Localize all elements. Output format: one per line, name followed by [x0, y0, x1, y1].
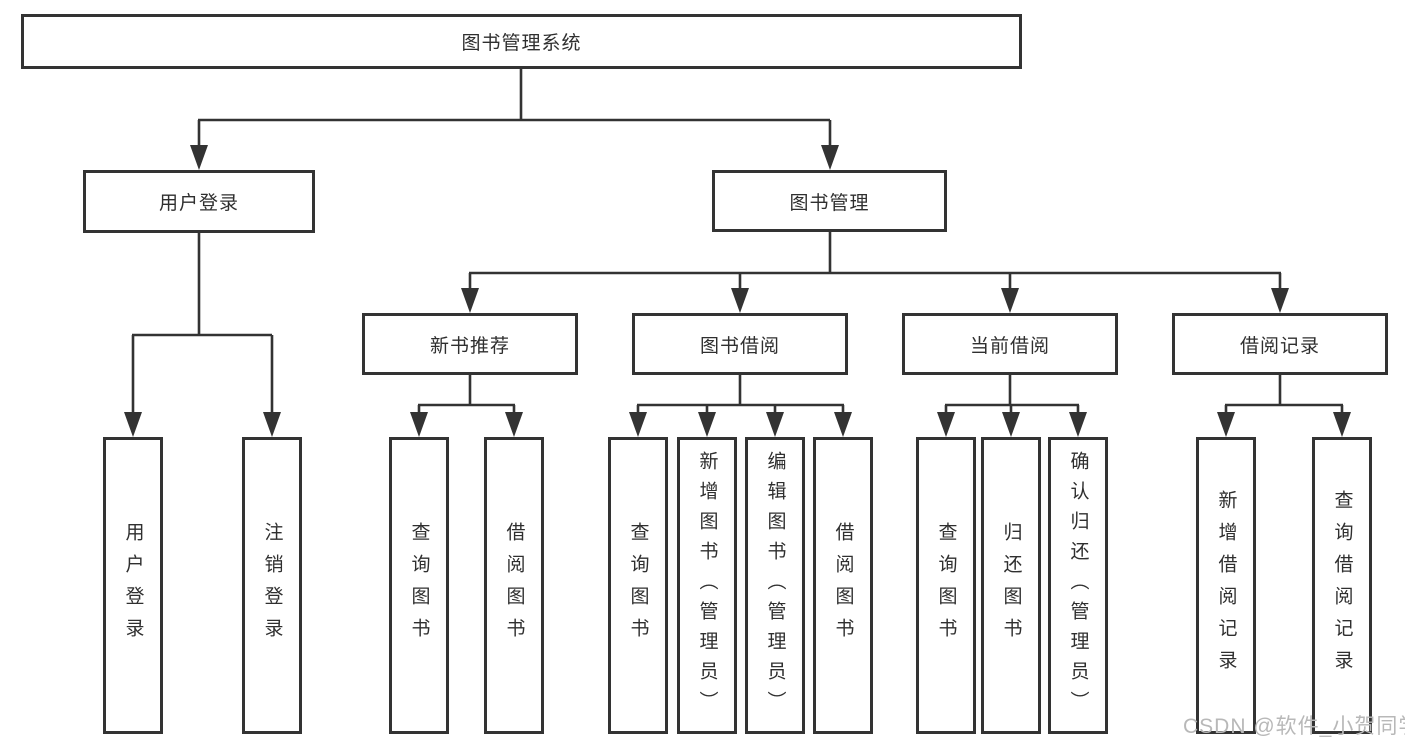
edge-book-mgmt-to-level3 — [461, 232, 1289, 313]
leaf-borrow-edit-admin: 编辑图书（管理员） — [745, 437, 805, 734]
node-root-label: 图书管理系统 — [461, 33, 582, 54]
node-current-borrow: 当前借阅 — [902, 313, 1118, 375]
node-user-login: 用户登录 — [83, 170, 315, 233]
leaf-borrow-add-admin: 新增图书（管理员） — [677, 437, 737, 734]
node-current-borrow-label: 当前借阅 — [969, 335, 1050, 357]
leaf-record-add-label: 新增借阅记录 — [1215, 489, 1237, 682]
leaf-user-login-label: 用户登录 — [122, 521, 144, 650]
leaf-current-return: 归还图书 — [981, 437, 1041, 734]
node-user-login-label: 用户登录 — [158, 193, 239, 214]
leaf-newbook-borrow-label: 借阅图书 — [503, 521, 525, 650]
node-book-borrow-label: 图书借阅 — [699, 335, 780, 357]
edge-root-to-level2 — [190, 68, 839, 170]
leaf-borrow-edit-admin-label: 编辑图书（管理员） — [764, 450, 786, 721]
leaf-borrow-book-label: 借阅图书 — [832, 521, 854, 650]
node-book-mgmt-label: 图书管理 — [789, 192, 870, 214]
leaf-record-add: 新增借阅记录 — [1196, 437, 1256, 734]
leaf-current-query: 查询图书 — [916, 437, 976, 734]
leaf-record-query-label: 查询借阅记录 — [1331, 489, 1353, 682]
edge-user-login-to-leaves — [124, 233, 281, 437]
node-borrow-records: 借阅记录 — [1172, 313, 1388, 375]
node-new-book-rec: 新书推荐 — [362, 313, 578, 375]
leaf-borrow-book: 借阅图书 — [813, 437, 873, 734]
node-borrow-records-label: 借阅记录 — [1239, 335, 1320, 357]
leaf-current-confirm-admin: 确认归还（管理员） — [1048, 437, 1108, 734]
leaf-current-query-label: 查询图书 — [935, 521, 957, 650]
leaf-newbook-query: 查询图书 — [389, 437, 449, 734]
leaf-borrow-query: 查询图书 — [608, 437, 668, 734]
leaf-logout-label: 注销登录 — [261, 521, 283, 650]
watermark: CSDN @软件_小贺同学 — [1183, 715, 1405, 738]
edge-new-book-rec-to-leaves — [410, 375, 523, 437]
leaf-borrow-query-label: 查询图书 — [627, 521, 649, 650]
leaf-newbook-borrow: 借阅图书 — [484, 437, 544, 734]
leaf-current-confirm-admin-label: 确认归还（管理员） — [1067, 450, 1089, 721]
node-new-book-rec-label: 新书推荐 — [429, 335, 510, 357]
leaf-borrow-add-admin-label: 新增图书（管理员） — [696, 450, 718, 721]
node-book-borrow: 图书借阅 — [632, 313, 848, 375]
edge-borrow-records-to-leaves — [1217, 375, 1351, 437]
node-book-mgmt: 图书管理 — [712, 170, 947, 232]
node-root: 图书管理系统 — [21, 14, 1022, 69]
leaf-user-login: 用户登录 — [103, 437, 163, 734]
leaf-record-query: 查询借阅记录 — [1312, 437, 1372, 734]
leaf-logout: 注销登录 — [242, 437, 302, 734]
edge-current-borrow-to-leaves — [937, 375, 1087, 437]
leaf-newbook-query-label: 查询图书 — [408, 521, 430, 650]
edge-book-borrow-to-leaves — [629, 375, 852, 437]
leaf-current-return-label: 归还图书 — [1000, 521, 1022, 650]
